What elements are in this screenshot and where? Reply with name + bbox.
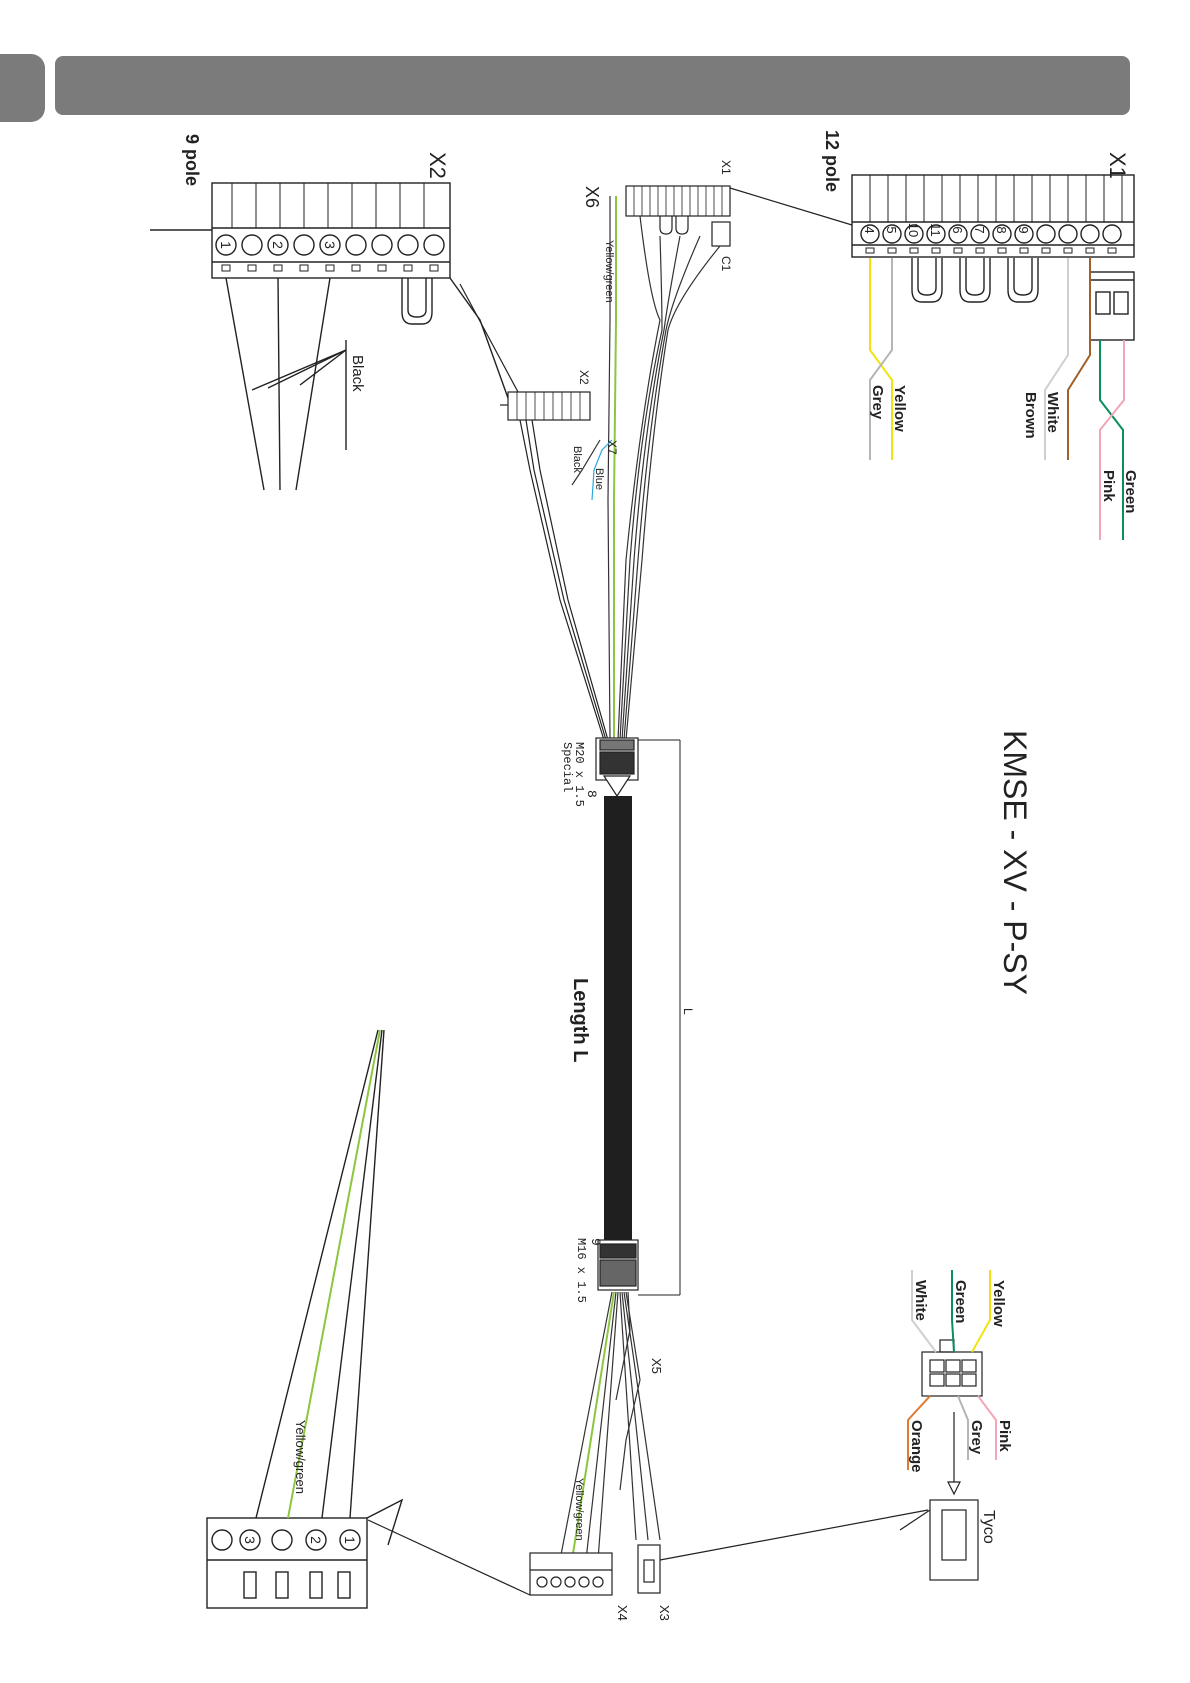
cable-body: [604, 796, 632, 1241]
tyco-label: Tyco: [980, 1510, 997, 1544]
x2-pole-label: 9 pole: [182, 134, 202, 186]
gland-bottom-thread: M16 x 1.5: [574, 1238, 588, 1303]
c1-label: C1: [719, 256, 733, 272]
wire-label-white: White: [1044, 392, 1061, 433]
x1-pin-7: 7: [972, 226, 987, 233]
x2-small-connector: [460, 284, 608, 740]
x1-pin-11: 11: [928, 223, 943, 237]
upper-harness: [608, 196, 720, 740]
black-small-label: Black: [571, 446, 583, 473]
yellow-green-top-label: Yellow/green: [603, 240, 615, 303]
x1-pole-label: 12 pole: [822, 130, 842, 192]
cable-gland-top: [596, 738, 638, 796]
wire-label-pink: Pink: [1100, 470, 1117, 502]
diagram-title: KMSE - XV - P-SY: [997, 730, 1033, 995]
x2-connector: [150, 183, 508, 490]
wire-label-yellow: Yellow: [891, 385, 908, 432]
x2-pin-1: 1: [218, 241, 234, 249]
tyco-label-yellow: Yellow: [990, 1280, 1007, 1327]
terminal-pin-2: 2: [308, 1536, 324, 1544]
gland-bottom-number: 9: [588, 1238, 603, 1246]
tyco-label-green: Green: [952, 1280, 969, 1323]
wire-label-grey: Grey: [869, 385, 886, 420]
tyco-label-pink: Pink: [996, 1420, 1013, 1452]
gland-top-special: Special: [560, 742, 574, 792]
yellow-green-x4-label: Yellow/green: [573, 1478, 585, 1541]
terminal-pin-3: 3: [242, 1536, 258, 1544]
x2-small-label: X2: [577, 370, 591, 385]
x3-label: X3: [657, 1605, 672, 1621]
x7-label: X7: [605, 440, 619, 455]
blue-label: Blue: [593, 468, 605, 490]
x5-label: X5: [649, 1358, 664, 1374]
wire-label-brown: Brown: [1022, 392, 1039, 439]
x1-pin-8: 8: [994, 226, 1009, 233]
x2-pin-3: 3: [322, 241, 338, 249]
x6-label: X6: [582, 186, 602, 208]
x1-small-label: X1: [719, 160, 733, 175]
x4-label: X4: [615, 1605, 630, 1621]
x2-main-label: X2: [425, 152, 450, 179]
gland-top-number: 8: [584, 790, 599, 798]
tyco-label-orange: Orange: [908, 1420, 925, 1473]
terminal-connector: [207, 1030, 402, 1608]
wire-label-green: Green: [1122, 470, 1139, 513]
x3-connector: [638, 1510, 928, 1593]
x1-pin-5: 5: [884, 226, 899, 233]
x1-pin-9: 9: [1016, 226, 1031, 233]
x1-pin-10: 10: [906, 223, 921, 237]
terminal-pin-1: 1: [342, 1536, 358, 1544]
x2-pin-2: 2: [270, 241, 286, 249]
length-label: Length L: [569, 978, 591, 1062]
x1-pin-4: 4: [862, 226, 877, 233]
black-x2-label: Black: [349, 355, 366, 392]
tyco-label-white: White: [912, 1280, 929, 1321]
x1-connector: [852, 175, 1134, 340]
tyco-label-grey: Grey: [968, 1420, 985, 1455]
x1-wire-labels: Yellow Grey White Brown Green Pink: [869, 385, 1139, 513]
yellow-green-terminal-label: Yellow/green: [293, 1420, 308, 1494]
cable-gland-bottom: [598, 1240, 638, 1290]
x1-pin-6: 6: [950, 226, 965, 233]
x1-main-label: X1: [1105, 152, 1130, 179]
length-dim-letter: L: [681, 1008, 695, 1015]
